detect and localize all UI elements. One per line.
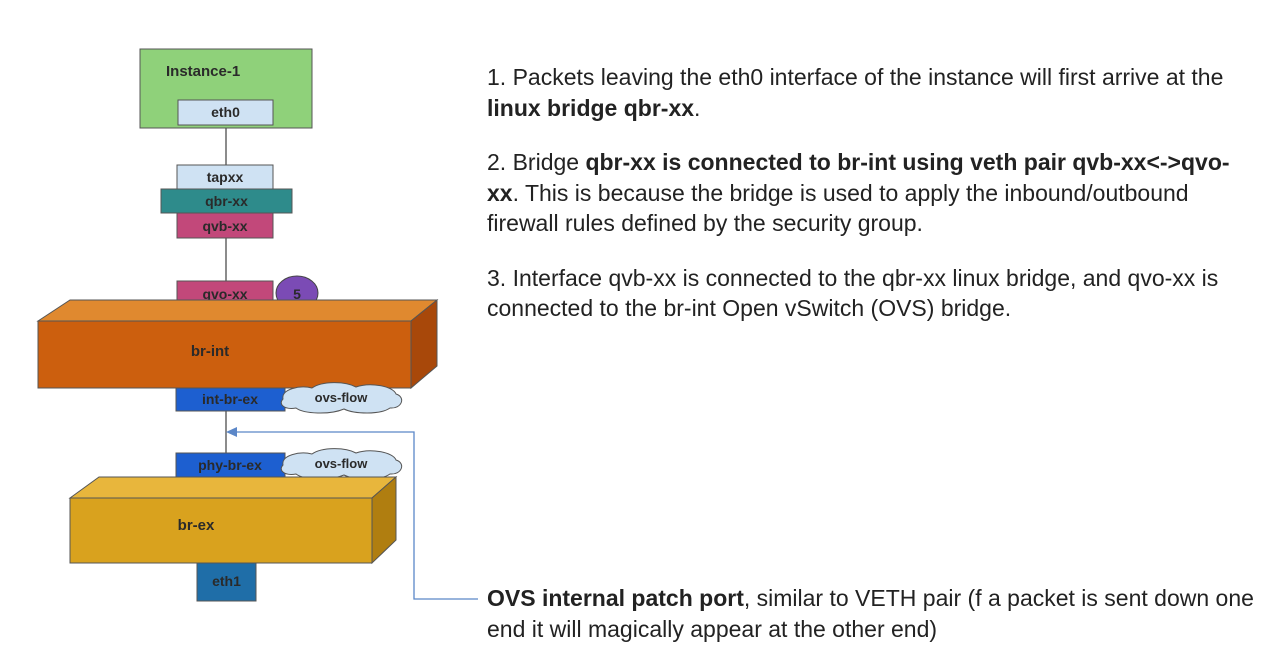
point-2-text: Bridge: [512, 149, 586, 175]
point-3-number: 3.: [487, 264, 513, 291]
tap-port: [176, 164, 274, 190]
vlan-tag-label: 5: [293, 286, 301, 302]
point-1-tail: .: [694, 94, 701, 121]
eth0-label: eth0: [211, 104, 240, 120]
phy-br-ex-port: [175, 452, 286, 478]
ovs-flow-label-1: ovs-flow: [315, 390, 369, 405]
eth1-label: eth1: [212, 573, 241, 589]
qbr-label: qbr-xx: [205, 193, 248, 209]
point-1: 1. Packets leaving the eth0 interface of…: [487, 62, 1257, 123]
br-ex-bridge: [69, 497, 373, 564]
patch-callout-arrowhead: [226, 427, 237, 437]
point-2-bold: qbr-xx is connected to br-int using veth…: [487, 149, 1230, 206]
int-br-ex-label: int-br-ex: [202, 391, 258, 407]
br-int-bridge: [37, 320, 412, 389]
point-1-number: 1.: [487, 64, 513, 90]
point-3: 3. Interface qvb-xx is connected to the …: [487, 263, 1257, 324]
br-ex-label: br-ex: [178, 517, 215, 534]
point-2-tail: . This is because the bridge is used to …: [487, 179, 1189, 237]
point-1-text: Packets leaving the eth0 interface of th…: [512, 64, 1224, 90]
qvo-label: qvo-xx: [202, 286, 247, 302]
br-int-label: br-int: [191, 343, 229, 360]
eth1-port: [196, 562, 257, 602]
eth0-port: [177, 99, 274, 126]
network-diagram: Instance-1 eth0 tapxx qbr-xx qvb-xx qvo-…: [36, 48, 478, 602]
point-2-number: 2.: [487, 149, 513, 175]
point-2: 2. Bridge qbr-xx is connected to br-int …: [487, 147, 1257, 239]
patch-note-text: , similar to VETH pair (f a packet is se…: [487, 585, 1254, 642]
ovs-flow-cloud-2: [280, 448, 403, 480]
br-int-top: [36, 299, 439, 322]
patch-callout-line: [232, 431, 478, 600]
phy-br-ex-label: phy-br-ex: [198, 457, 262, 473]
point-3-text: Interface qvb-xx is connected to the qbr…: [487, 264, 1219, 322]
explanation-panel: 1. Packets leaving the eth0 interface of…: [487, 62, 1257, 348]
ovs-flow-label-2: ovs-flow: [315, 456, 369, 471]
patch-note-bold: OVS internal patch port: [487, 585, 744, 611]
instance-label: Instance-1: [166, 63, 240, 80]
tap-label: tapxx: [207, 169, 244, 185]
patch-port-note: OVS internal patch port, similar to VETH…: [487, 583, 1257, 644]
ovs-flow-cloud-1: [280, 382, 403, 414]
br-ex-top: [68, 476, 398, 499]
qvb-label: qvb-xx: [202, 218, 247, 234]
point-1-bold: linux bridge qbr-xx: [487, 94, 695, 121]
qvb-port: [176, 212, 274, 239]
